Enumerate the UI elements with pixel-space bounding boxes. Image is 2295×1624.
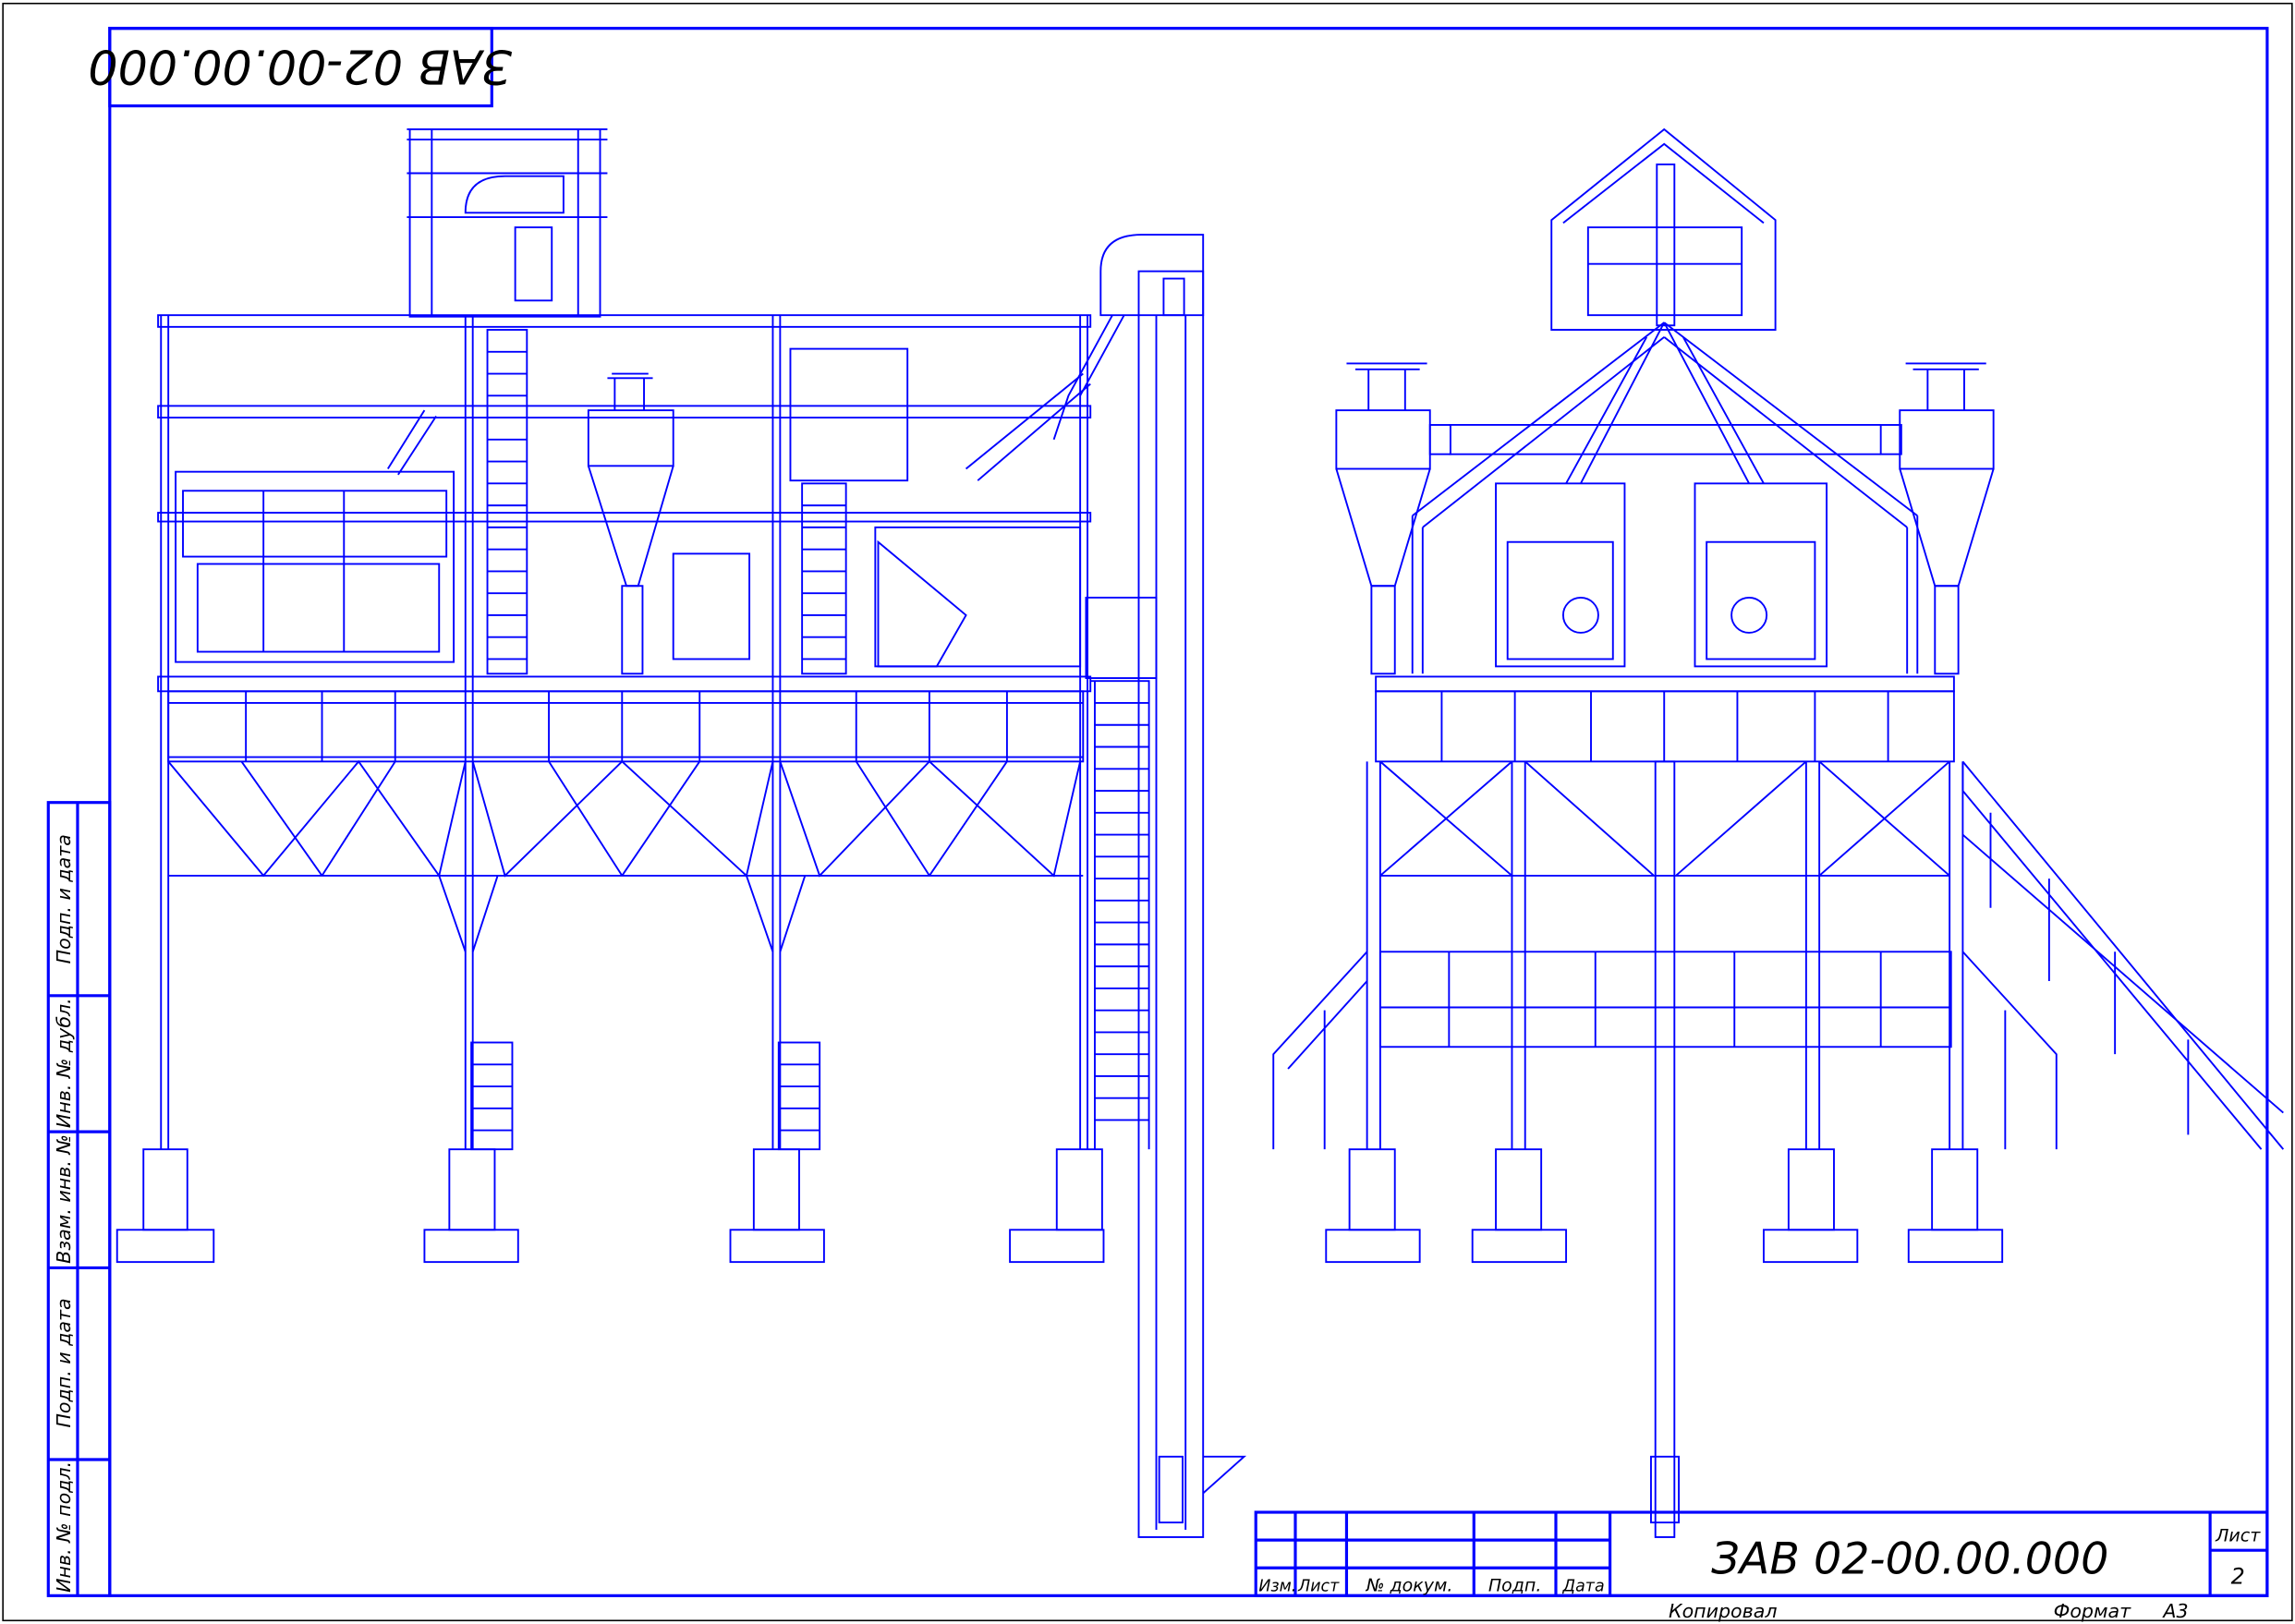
side-cell-3: Взам. инв. № — [53, 1134, 75, 1264]
header-doc-number: № докум. — [1366, 1576, 1453, 1596]
sheet-label: Лист — [2215, 1526, 2261, 1546]
side-cell-1: Подп. и дата — [53, 834, 75, 963]
copied-label: Копировал — [1669, 1600, 1778, 1622]
top-label-text: ЗАВ 02-00.00.000 — [88, 39, 512, 93]
side-cell-4: Подп. и дата — [53, 1298, 75, 1427]
title-block: Изм. Лист № докум. Подп. Дата ЗАВ 02-00.… — [1254, 1510, 2269, 1622]
inner-frame — [108, 27, 2269, 1597]
front-elevation-view — [1272, 127, 2285, 1538]
header-date: Дата — [1562, 1578, 1605, 1596]
side-cell-2: Инв. № дубл. — [53, 998, 75, 1128]
designation: ЗАВ 02-00.00.000 — [1711, 1534, 2108, 1585]
side-strip: Подп. и дата Инв. № дубл. Взам. инв. № П… — [46, 801, 112, 1597]
cyclone-right — [1879, 362, 1995, 675]
header-signature: Подп. — [1488, 1576, 1542, 1596]
side-cell-5: Инв. № подл. — [53, 1461, 75, 1593]
header-izm: Изм. — [1258, 1578, 1296, 1596]
format-value: А3 — [2161, 1600, 2188, 1622]
format-label: Формат — [2054, 1600, 2132, 1622]
side-elevation-view — [115, 128, 1158, 1264]
bucket-elevator — [1052, 234, 1247, 1538]
top-label-box: ЗАВ 02-00.00.000 — [88, 27, 512, 108]
sheet-number: 2 — [2231, 1564, 2245, 1590]
cyclone-left — [1335, 362, 1451, 675]
header-list: Лист — [1297, 1578, 1340, 1596]
